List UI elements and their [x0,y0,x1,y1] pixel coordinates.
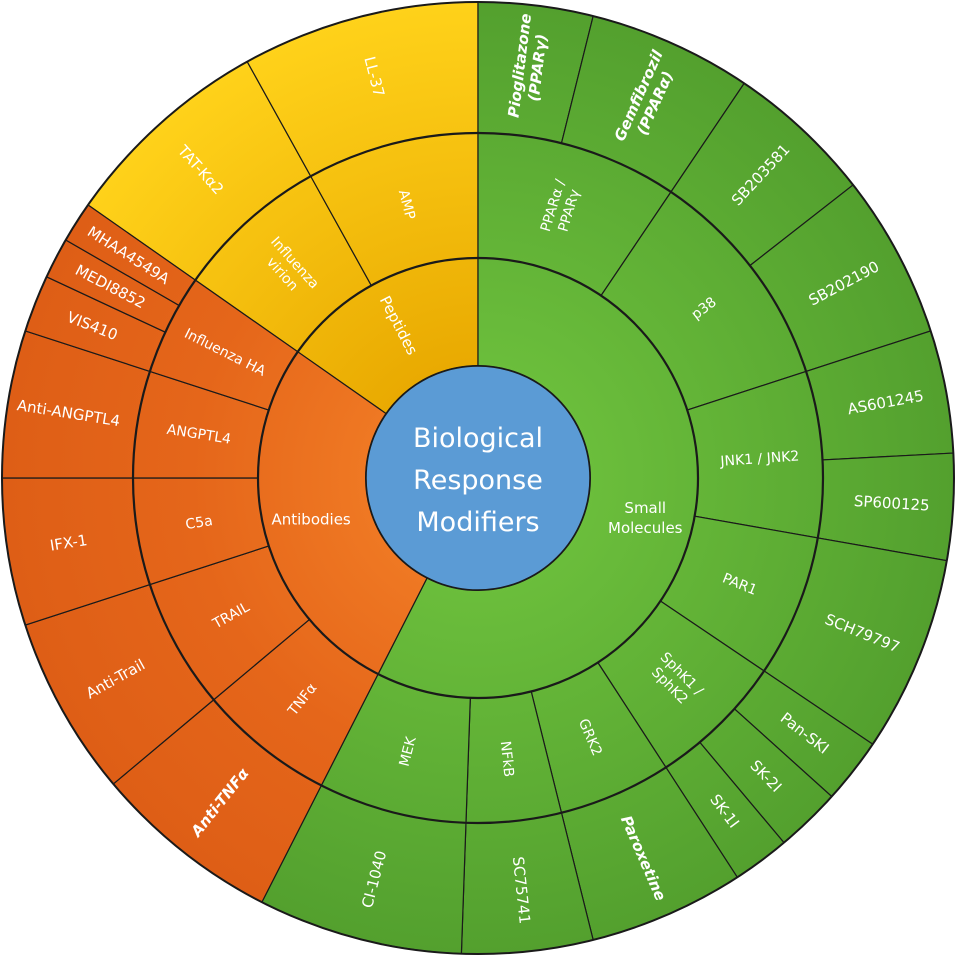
center-title-line-3: Modifiers [416,507,539,538]
target-label-amp: AMP [395,188,418,221]
center-title-line-1: Biological [413,423,543,454]
drug-label-sp600125: SP600125 [853,492,930,515]
target-label-mek: MEK [397,734,420,768]
ring-outline [131,131,825,825]
category-label-antibodies: Antibodies [271,511,350,529]
target-label-nfkb-line-1: NFkB [497,740,517,778]
center-hub: Biological Response Modifiers [365,365,591,591]
target-label-nfkb: NFkB [497,740,517,778]
target-label-amp-line-1: AMP [395,188,418,221]
drug-label-ifx-1: IFX-1 [49,531,89,555]
target-label-c5a: C5a [184,513,213,533]
target-label-jnk1-jnk2: JNK1 / JNK2 [719,448,800,470]
center-title-line-2: Response [413,465,543,496]
ring-outline [256,256,700,700]
category-label-small-molecules-line-1: Small [624,499,666,517]
category-label-antibodies-line-1: Antibodies [271,511,350,529]
target-label-c5a-line-1: C5a [184,513,213,533]
target-label-mek-line-1: MEK [397,734,420,768]
category-label-small-molecules-line-2: Molecules [608,519,683,537]
center-circle [365,365,591,591]
target-label-jnk1-jnk2-line-1: JNK1 / JNK2 [719,448,800,470]
